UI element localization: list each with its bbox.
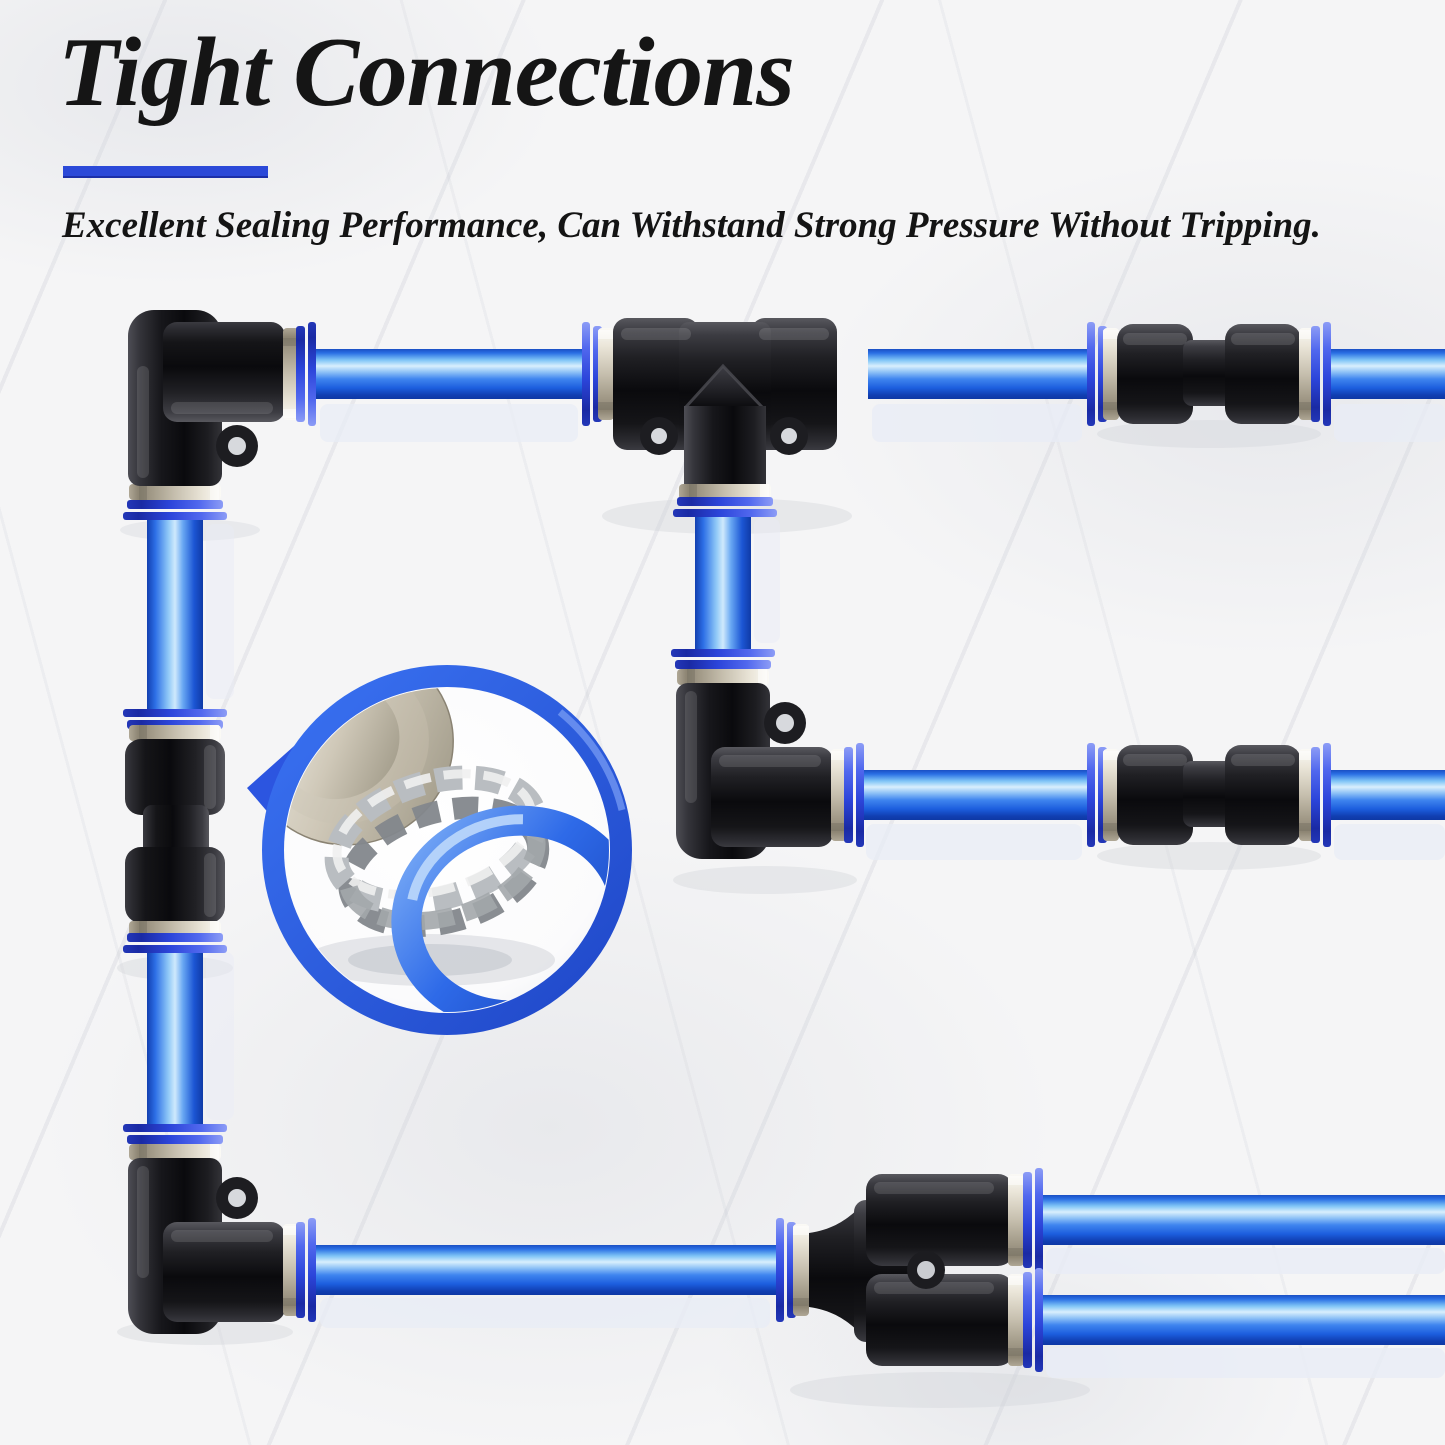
tube-top-left (316, 349, 582, 399)
tube-y-output-upper (1042, 1195, 1445, 1245)
page-title: Tight Connections (58, 18, 795, 127)
tube-left-vertical-upper (147, 517, 203, 715)
straight-union-left-vertical (123, 709, 227, 953)
blue-tubes (147, 349, 1445, 1345)
tube-top-right (1330, 349, 1445, 399)
tube-middle-vertical (695, 513, 751, 653)
elbow-fitting-middle (671, 649, 864, 859)
tube-row2-right (1330, 770, 1445, 820)
straight-union-top (1087, 322, 1331, 426)
page-subtitle: Excellent Sealing Performance, Can Withs… (62, 205, 1321, 246)
tube-row2-left (862, 770, 1089, 820)
tube-left-vertical-lower (147, 948, 203, 1128)
elbow-fitting-bottom (123, 1124, 316, 1334)
title-underline (63, 166, 268, 178)
elbow-fitting-top-left (123, 310, 316, 520)
tube-y-output-lower (1042, 1295, 1445, 1345)
y-splitter-fitting (776, 1168, 1043, 1372)
tube-reflections (206, 404, 1445, 1378)
tee-fitting-top (582, 318, 837, 517)
magnifier-detail (247, 665, 632, 1035)
tube-bottom (316, 1245, 778, 1295)
tube-top-middle (868, 349, 1089, 399)
straight-union-row2 (1087, 743, 1331, 847)
